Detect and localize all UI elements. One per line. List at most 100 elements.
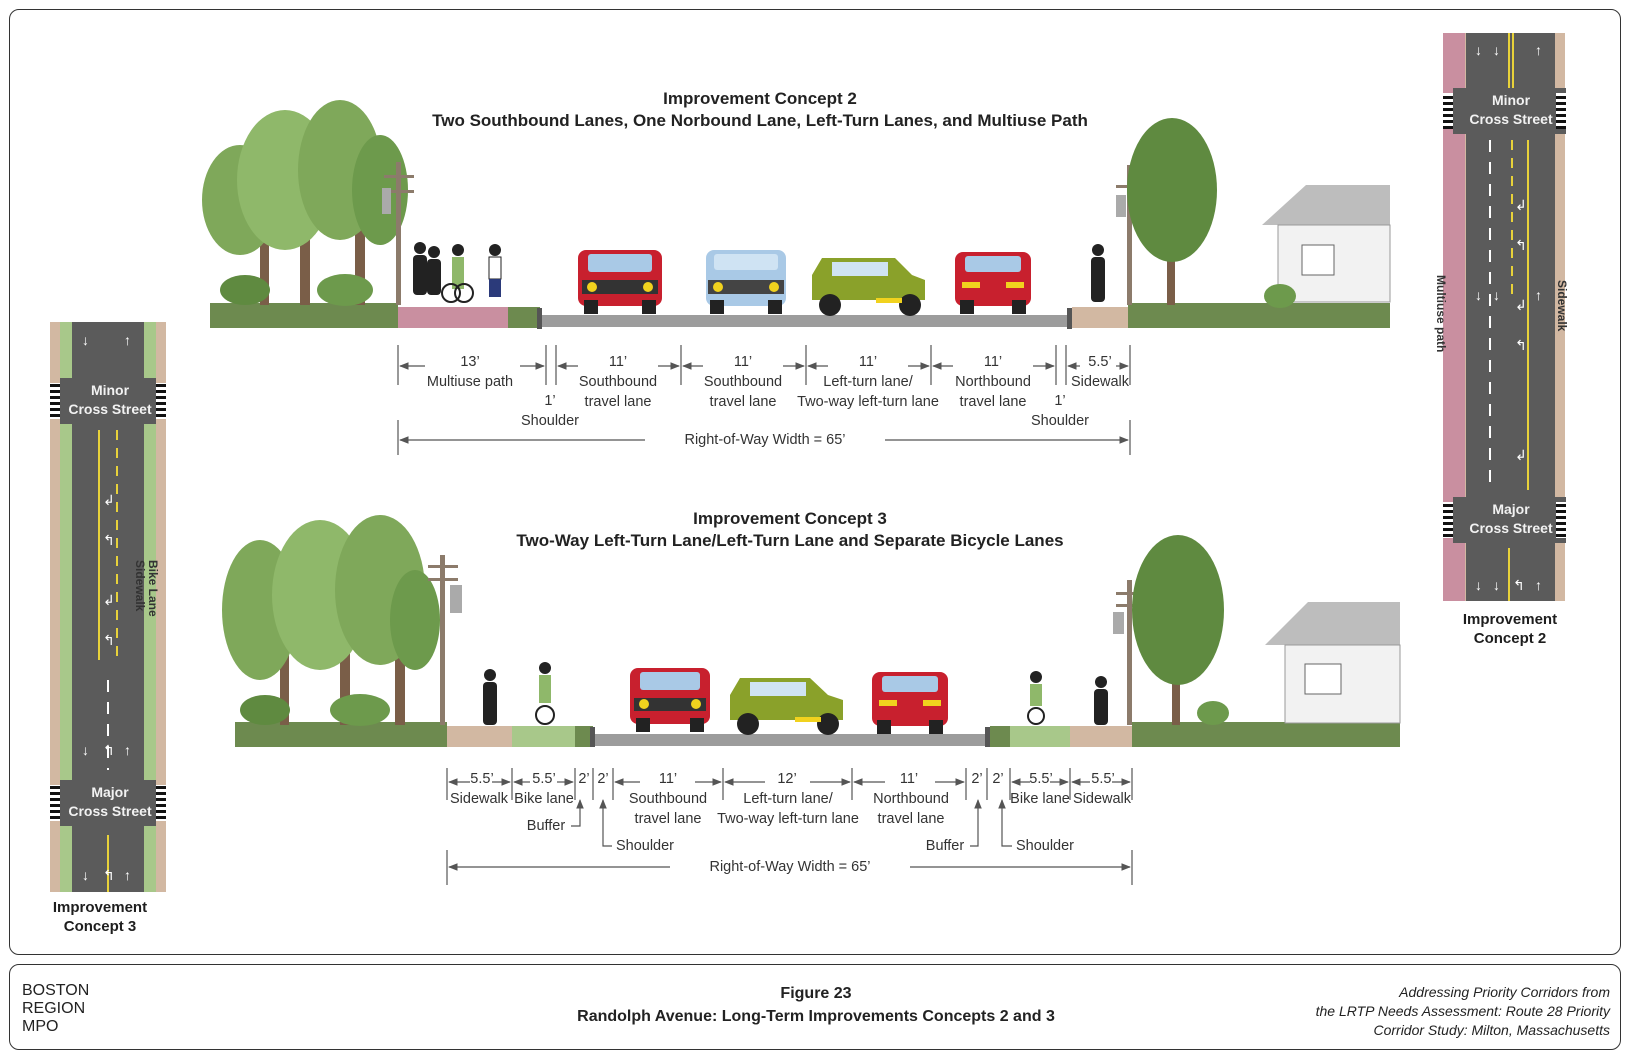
concept2-title: Improvement Concept 2 [663, 89, 857, 108]
concept2-dimension-ticks [397, 345, 1131, 455]
c3-row-width: Right-of-Way Width = 65’ [709, 859, 871, 875]
c3-dim-bike-r-label: Bike lane [1010, 791, 1070, 807]
c2-shoulder-left: 1’ Shoulder [520, 393, 580, 429]
right-plan-major-cross-street: Major Cross Street [1469, 501, 1553, 536]
concept3-dimension-ticks [446, 768, 1133, 885]
svg-text:↑: ↑ [1535, 42, 1542, 58]
c3-dim-buffer-r-width: 2’ [971, 771, 983, 787]
pedestrian-right-3 [1094, 676, 1108, 725]
buffer-grass [508, 307, 540, 328]
svg-text:↑: ↑ [124, 867, 131, 883]
right-plan-sidewalk-label: Sidewalk [1555, 280, 1569, 332]
footer-right: Addressing Priority Corridors from the L… [1315, 984, 1610, 1038]
svg-text:↰: ↰ [103, 867, 115, 883]
roadway-pavement [540, 315, 1070, 327]
svg-text:↑: ↑ [1535, 577, 1542, 593]
concept3-section [222, 515, 1401, 885]
c2-dim-nb-width: 11’ [983, 354, 1003, 370]
right-grass [1128, 303, 1390, 328]
svg-text:↲: ↲ [1515, 197, 1527, 213]
roadway-pavement-3 [593, 734, 987, 746]
house-right-3 [1197, 602, 1401, 725]
car-blue-1 [706, 250, 786, 314]
svg-text:↓: ↓ [1493, 42, 1500, 58]
left-plan-minor-cross-street: Minor Cross Street [68, 382, 152, 417]
concept3-dimension-arrows [448, 778, 1131, 871]
svg-text:↲: ↲ [1515, 447, 1527, 463]
bike-lane-left [512, 726, 575, 747]
c2-dim-multiuse-width: 13’ [460, 354, 480, 370]
svg-text:↓: ↓ [82, 742, 89, 758]
svg-text:↰: ↰ [103, 742, 115, 758]
c2-dim-lt-label: Left-turn lane/ Two-way left-turn lane [797, 374, 939, 410]
right-plan-minor-cross-street: Minor Cross Street [1469, 92, 1553, 127]
car-red-3 [630, 668, 710, 732]
c3-shoulder-left-label: Shoulder [615, 838, 675, 854]
car-red-4 [872, 672, 948, 734]
left-plan-sidewalk-label: Sidewalk [133, 560, 147, 612]
c3-buffer-right-label: Buffer [925, 838, 965, 854]
multiuse-path [398, 307, 508, 328]
c3-buffer-left-label: Buffer [526, 818, 566, 834]
c3-dim-shoulder-r-width: 2’ [992, 771, 1004, 787]
c3-dim-sidewalk-r-label: Sidewalk [1072, 791, 1132, 807]
c3-dim-sb-label: Southbound travel lane [628, 791, 708, 827]
footer-figure: Figure 23 [780, 985, 852, 1002]
footer-org: BOSTON REGION MPO [22, 982, 90, 1035]
svg-text:↓: ↓ [1475, 577, 1482, 593]
c2-dim-sidewalk-label: Sidewalk [1070, 374, 1130, 390]
c2-dim-sidewalk-width: 5.5’ [1088, 354, 1112, 370]
sidewalk-left [447, 726, 512, 747]
c2-dim-nb-label: Northbound travel lane [955, 374, 1031, 410]
svg-text:↲: ↲ [103, 592, 115, 608]
car-green-1 [812, 258, 925, 316]
concept2-section [202, 100, 1391, 455]
c2-dim-sb1-label: Southbound travel lane [578, 374, 658, 410]
right-plan-multiuse-label: Multiuse path [1434, 275, 1448, 353]
concept3-title: Improvement Concept 3 [693, 509, 887, 528]
svg-text:↓: ↓ [82, 332, 89, 348]
c3-dim-bike-l-label: Bike lane [514, 791, 574, 807]
svg-text:↰: ↰ [1515, 337, 1527, 353]
left-plan-major-cross-street: Major Cross Street [68, 784, 152, 819]
c2-dim-multiuse-label: Multiuse path [426, 374, 514, 390]
c3-shoulder-right-label: Shoulder [1015, 838, 1075, 854]
bike-lane-right [1010, 726, 1070, 747]
c2-dim-lt-width: 11’ [858, 354, 878, 370]
car-red-2 [955, 252, 1031, 314]
c3-dim-nb-label: Northbound travel lane [873, 791, 949, 827]
concept2-subtitle: Two Southbound Lanes, One Norbound Lane,… [432, 111, 1088, 130]
c3-dim-bike-l-width: 5.5’ [532, 771, 556, 787]
c3-dim-sb-width: 11’ [658, 771, 678, 787]
sidewalk [1072, 307, 1128, 328]
c3-dim-buffer-l-width: 2’ [578, 771, 590, 787]
left-plan-bikelane-label: Bike Lane [146, 560, 160, 617]
pedestrian-left-3 [483, 669, 497, 725]
c2-dim-sb2-label: Southbound travel lane [703, 374, 783, 410]
c3-dim-lt-label: Left-turn lane/ Two-way left-turn lane [717, 791, 859, 827]
left-plan-caption: Improvement Concept 3 [52, 899, 148, 935]
svg-text:↓: ↓ [1475, 42, 1482, 58]
c2-row-width: Right-of-Way Width = 65’ [684, 432, 846, 448]
svg-text:↰: ↰ [103, 632, 115, 648]
svg-text:↑: ↑ [124, 332, 131, 348]
footer-panel [9, 964, 1621, 1050]
tree-cluster-left-3 [222, 515, 440, 726]
c3-dim-sidewalk-l-width: 5.5’ [470, 771, 494, 787]
cyclist-right-3 [1027, 671, 1045, 725]
c2-dim-sb1-width: 11’ [608, 354, 628, 370]
tree-cluster-left [202, 100, 408, 306]
svg-text:↑: ↑ [1535, 287, 1542, 303]
plan-view-concept2: ↓↓↑ ↲↰↲↰ ↓↓↑ ↲ ↓↓↰↑ [1443, 33, 1566, 601]
svg-text:↲: ↲ [103, 492, 115, 508]
c2-dim-sb2-width: 11’ [733, 354, 753, 370]
c3-dim-bike-r-width: 5.5’ [1029, 771, 1053, 787]
sidewalk-right [1070, 726, 1132, 747]
tree-right-3 [1132, 535, 1224, 725]
svg-text:↓: ↓ [82, 867, 89, 883]
c2-shoulder-right: 1’ Shoulder [1030, 393, 1090, 429]
c3-dim-nb-width: 11’ [899, 771, 919, 787]
right-plan-caption: Improvement Concept 2 [1462, 611, 1558, 647]
concept3-subtitle: Two-Way Left-Turn Lane/Left-Turn Lane an… [516, 531, 1064, 550]
